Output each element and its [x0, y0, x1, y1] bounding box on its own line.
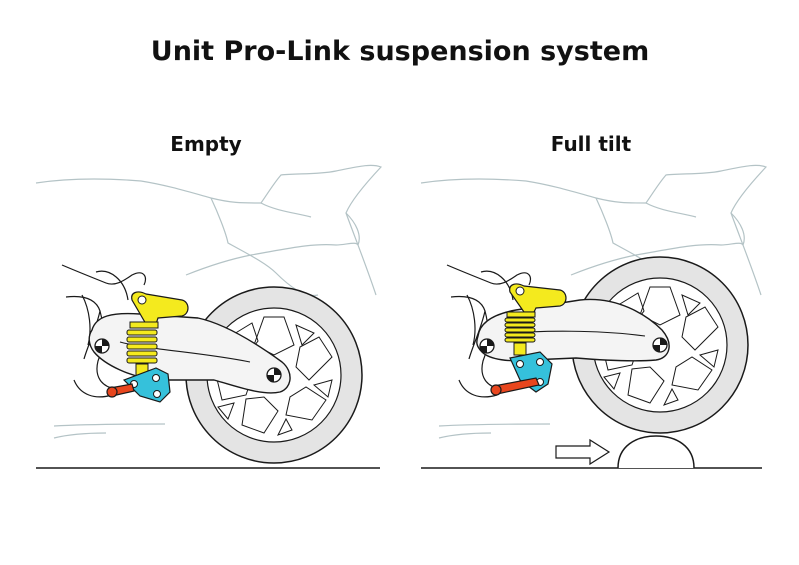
lower-frame-line	[53, 423, 166, 427]
swingarm-pivot	[479, 338, 495, 354]
swingarm-pivot	[94, 338, 110, 354]
road-bump	[617, 435, 695, 469]
shock-absorber	[504, 283, 567, 356]
shock-absorber	[126, 291, 189, 381]
axle-pivot	[266, 367, 282, 383]
panel-label-full-tilt: Full tilt	[551, 132, 632, 156]
panel-label-empty: Empty	[170, 132, 241, 156]
axle-pivot	[652, 337, 668, 353]
panel-full-tilt	[420, 164, 767, 469]
panel-empty	[35, 164, 382, 469]
diagram-title: Unit Pro-Link suspension system	[151, 36, 649, 67]
direction-arrow	[555, 438, 611, 466]
lower-frame-line	[438, 423, 551, 427]
